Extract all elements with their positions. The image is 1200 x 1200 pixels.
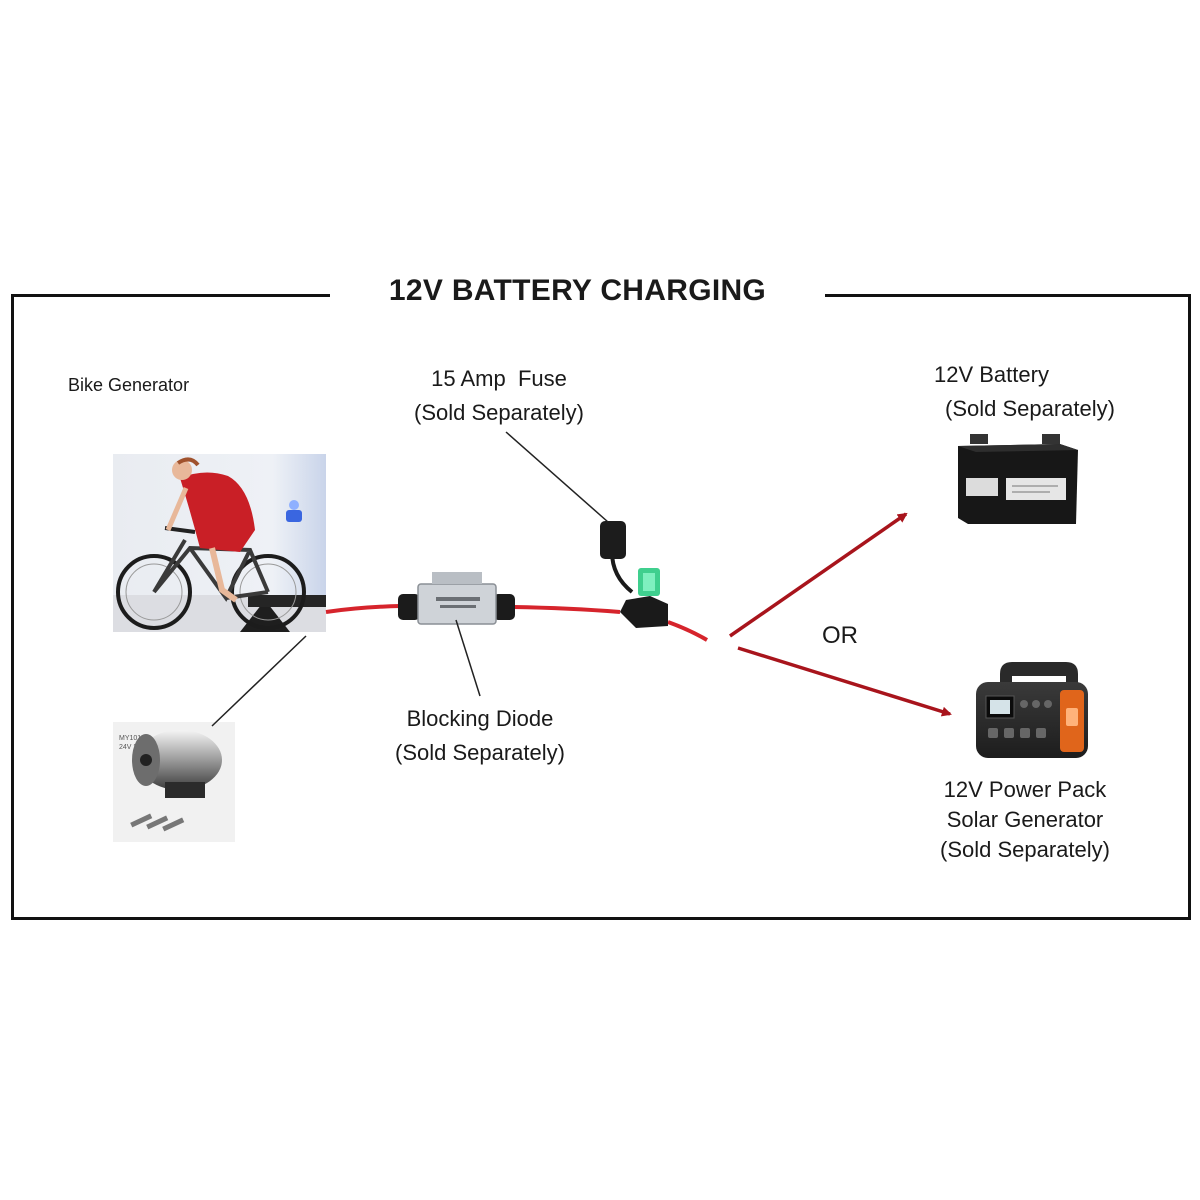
power-pack-label-line2: Solar Generator [946, 807, 1104, 832]
fuse-holder [600, 521, 668, 628]
svg-text:MY1016: MY1016 [119, 735, 145, 742]
diode-label-line2: (Sold Separately) [395, 740, 565, 765]
power-pack-label-line1: 12V Power Pack [943, 777, 1107, 802]
battery-label-line1: 12V Battery [934, 362, 1049, 387]
fuse-label-line1: 15 Amp Fuse [431, 366, 567, 391]
power-pack-label: 12V Power Pack Solar Generator (Sold Sep… [920, 775, 1130, 865]
motor-photo: MY1016 24V 250W [113, 722, 235, 842]
bike-generator-photo [113, 454, 326, 632]
battery-label: 12V Battery (Sold Separately) [920, 358, 1140, 426]
power-pack-label-line3: (Sold Separately) [940, 837, 1110, 862]
diode-label-line1: Blocking Diode [406, 706, 554, 731]
fuse-label-line2: (Sold Separately) [414, 400, 584, 425]
bike-generator-label: Bike Generator [68, 375, 190, 395]
battery-label-line2: (Sold Separately) [945, 396, 1115, 421]
frame-top-right [822, 294, 1191, 297]
frame-top-left [11, 294, 336, 297]
leader-lines [211, 431, 609, 727]
output-arrows [729, 512, 952, 717]
diagram-title: 12V BATTERY CHARGING [330, 274, 825, 308]
power-pack-image [976, 662, 1088, 758]
diode-label: Blocking Diode (Sold Separately) [370, 702, 590, 770]
charging-wire [325, 604, 709, 642]
blocking-diode [398, 572, 515, 625]
or-label: OR [822, 622, 858, 649]
diagram-frame [11, 294, 1191, 920]
fuse-label: 15 Amp Fuse (Sold Separately) [384, 362, 614, 430]
battery-image [958, 434, 1078, 524]
